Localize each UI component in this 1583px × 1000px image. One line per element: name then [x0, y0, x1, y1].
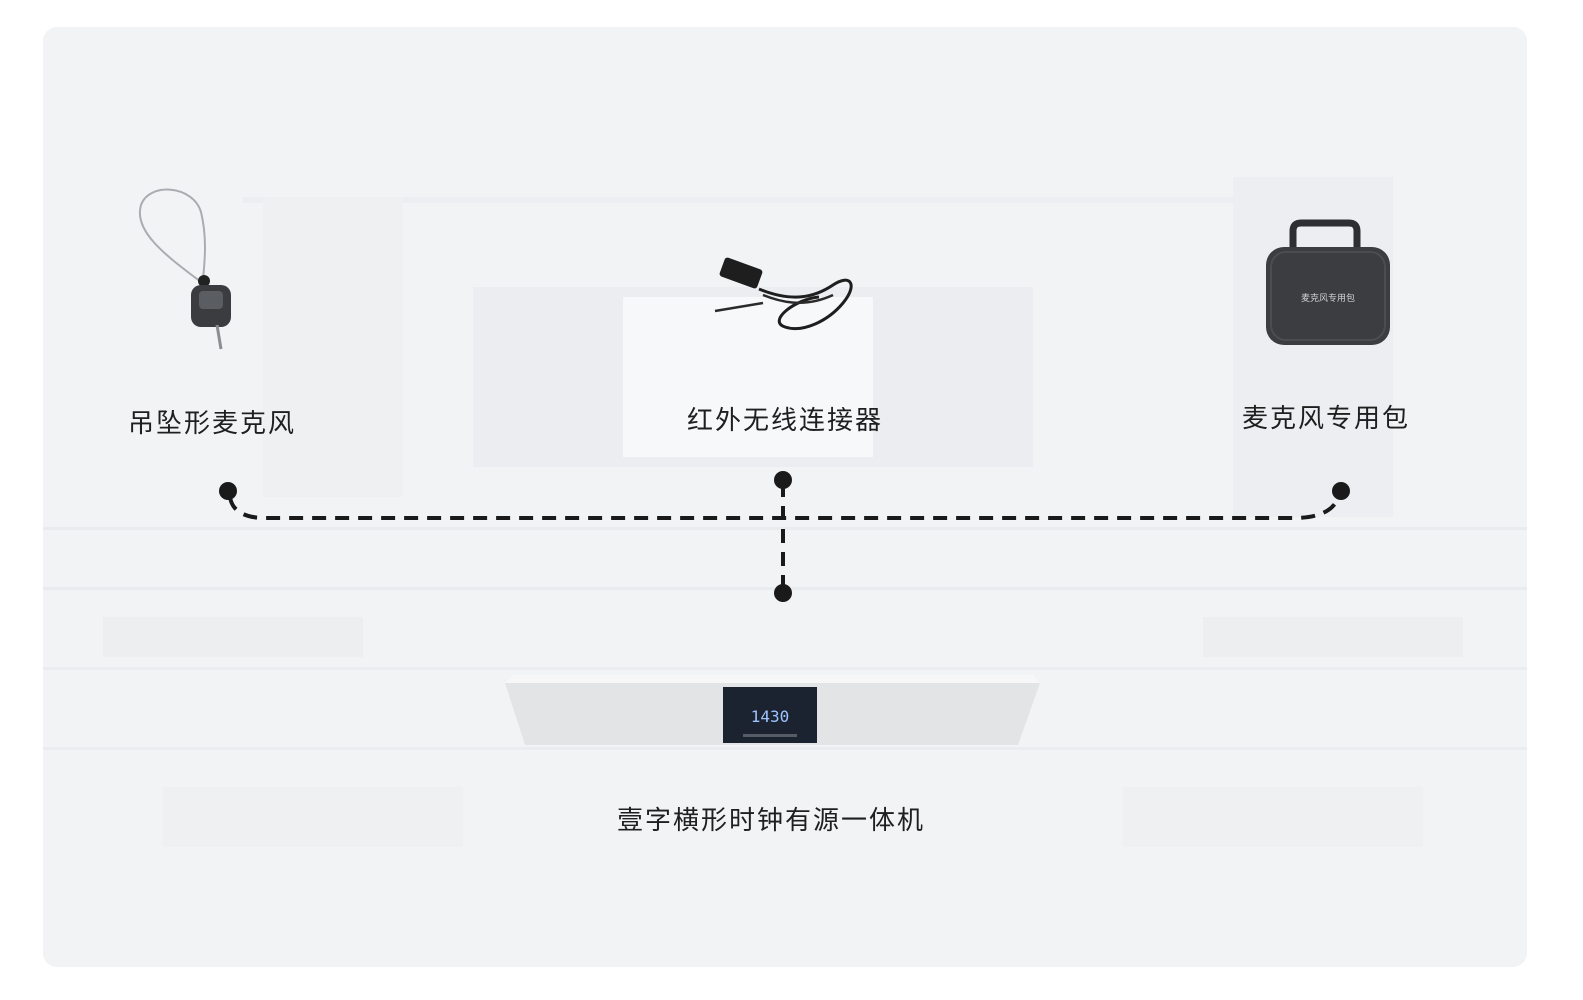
- classroom-background: [43, 27, 1527, 967]
- connector-label: 红外无线连接器: [686, 406, 884, 436]
- horizontal-dashed-line: [228, 494, 1341, 520]
- microphone-bag-image: 麦克风专用包: [1266, 219, 1390, 345]
- mic-label: 吊坠形麦克风: [127, 409, 297, 439]
- bag-endpoint-dot: [1332, 482, 1350, 500]
- clock-unit-image: 1430: [505, 675, 1040, 745]
- bag-label: 麦克风专用包: [1241, 404, 1411, 434]
- diagram-card: 麦克风专用包 1430 吊坠形麦克风 红外无线连接器 麦克风专用包 壹字横形时钟…: [43, 27, 1527, 967]
- unit-endpoint-dot: [774, 584, 792, 602]
- infrared-connector-image: [714, 257, 853, 330]
- bag-print-text: 麦克风专用包: [1301, 292, 1355, 304]
- connection-lines: [219, 471, 1350, 602]
- pendant-microphone-image: [138, 188, 231, 350]
- connector-endpoint-dot: [774, 471, 792, 489]
- clock-display-text: 1430: [751, 707, 790, 726]
- mic-endpoint-dot: [219, 482, 237, 500]
- unit-label: 壹字横形时钟有源一体机: [616, 806, 926, 836]
